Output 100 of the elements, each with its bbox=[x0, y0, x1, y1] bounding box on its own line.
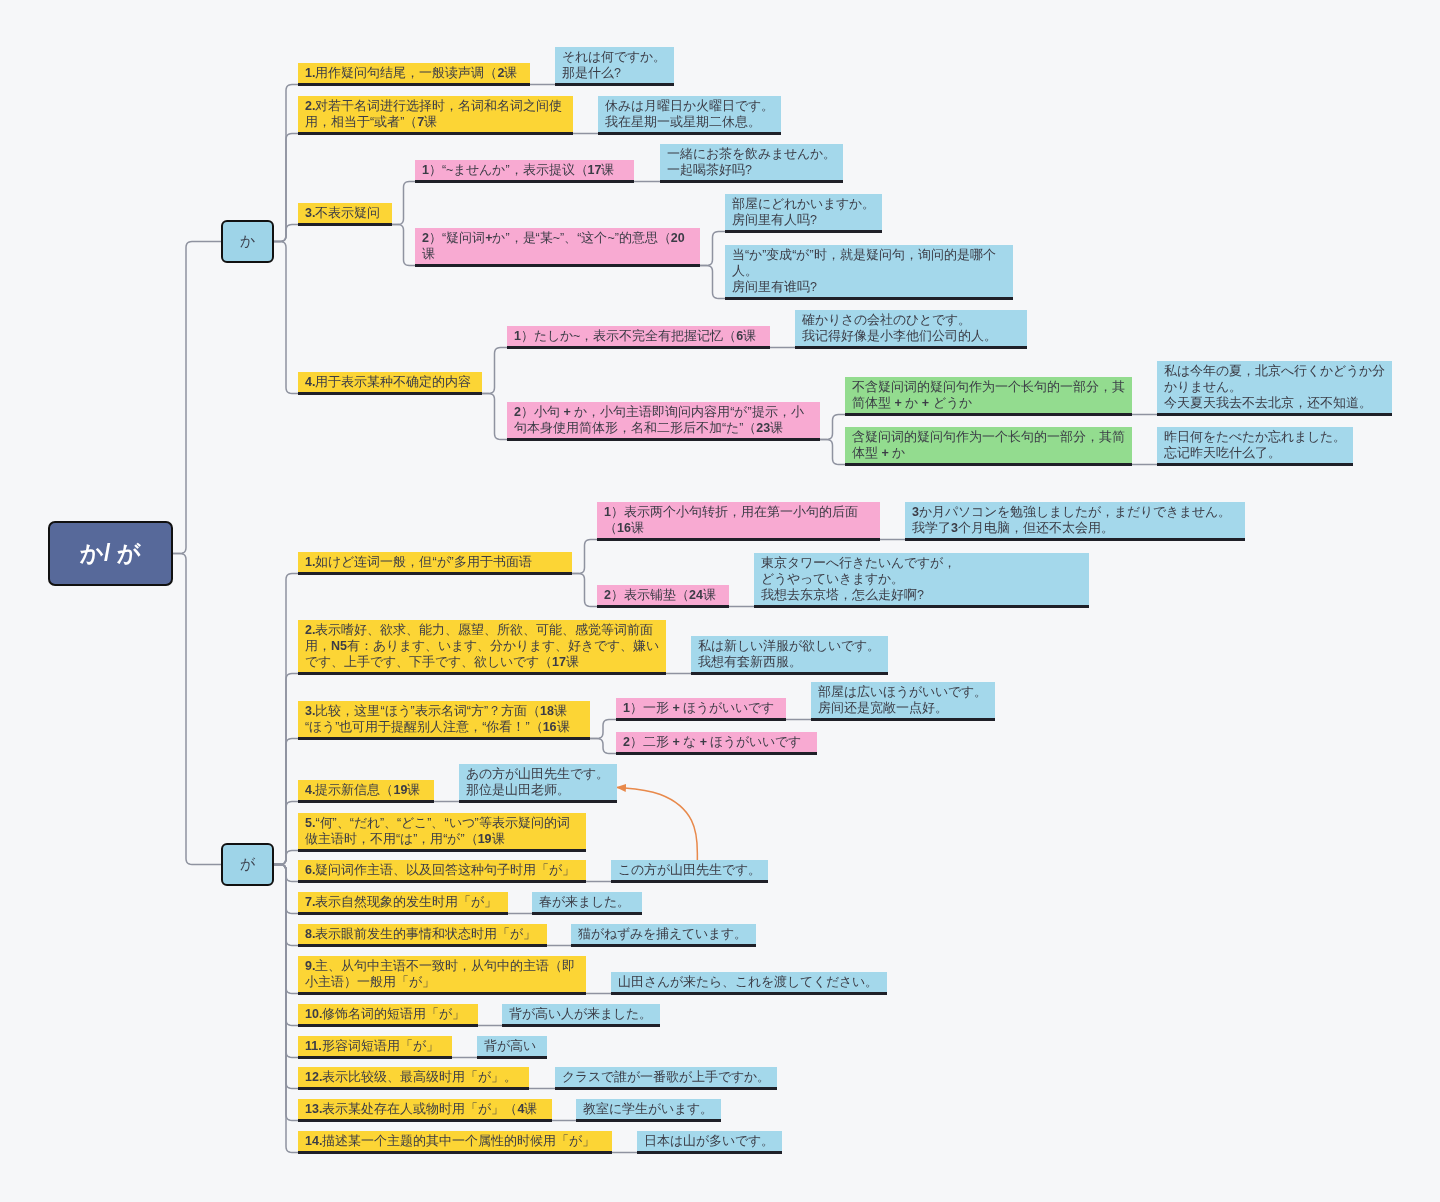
usage-text: 5.“何”、“だれ”、“どこ”、“いつ”等表示疑问的词做主语时，不用“は”，用“が”（19课 bbox=[305, 815, 571, 847]
usage-box bbox=[298, 1099, 552, 1122]
example-text: 春が来ました。 bbox=[539, 894, 630, 910]
usage-text: 10.修饰名词的短语用「が」 bbox=[305, 1006, 466, 1022]
usage-text: 14.描述某一个主题的其中一个属性的时候用「が」 bbox=[305, 1133, 596, 1149]
example-text: クラスで誰が一番歌が上手ですか。 bbox=[562, 1069, 770, 1085]
example-text: 一起喝茶好吗? bbox=[667, 162, 752, 178]
connector-line bbox=[769, 346, 796, 349]
connector-line bbox=[481, 392, 508, 441]
example-text: あの方が山田先生です。 bbox=[466, 766, 609, 782]
connector-line bbox=[529, 83, 556, 86]
example-box bbox=[571, 924, 756, 947]
connector-line bbox=[571, 572, 598, 608]
example-box bbox=[754, 553, 1089, 608]
example-text: 那位是山田老师。 bbox=[466, 782, 570, 798]
sub-usage-text: 1）“~ませんか”，表示提议（17课 bbox=[422, 162, 615, 178]
connector-line bbox=[785, 718, 812, 721]
sub-usage-text: 2）“疑问词+か”，是“某~”、“这个~”的意思（20课 bbox=[422, 230, 686, 262]
example-text: 山田さんが来たら、これを渡してください。 bbox=[618, 974, 878, 990]
example-text: 忘记昨天吃什么了。 bbox=[1164, 445, 1281, 461]
example-box bbox=[905, 502, 1245, 541]
example-box bbox=[637, 1131, 782, 1154]
connector-line bbox=[819, 438, 846, 466]
example-text: 部屋は広いほうがいいです。 bbox=[818, 684, 987, 700]
example-text: 一緒にお茶を飲みませんか。 bbox=[667, 146, 836, 162]
pattern-box bbox=[845, 427, 1132, 466]
usage-box bbox=[298, 956, 586, 995]
connector-line bbox=[551, 1119, 577, 1122]
connector-line bbox=[477, 1024, 503, 1027]
example-text: 教室に学生がいます。 bbox=[583, 1101, 713, 1117]
usage-box bbox=[298, 813, 586, 852]
example-box bbox=[1157, 361, 1392, 416]
usage-text: 4.用于表示某种不确定的内容 bbox=[305, 374, 472, 390]
example-text: 我在星期一或星期二休息。 bbox=[605, 114, 761, 130]
example-box bbox=[1157, 427, 1353, 466]
example-box bbox=[725, 194, 882, 233]
usage-box bbox=[298, 1004, 478, 1027]
example-text: 確かりさの会社のひとです。 bbox=[802, 312, 971, 328]
usage-text: 13.表示某处存在人或物时用「が」（4课 bbox=[305, 1101, 538, 1117]
example-text: 房间里有谁吗? bbox=[732, 279, 817, 295]
example-text: 部屋にどれかいますか。 bbox=[732, 196, 875, 212]
sub-usage-box bbox=[616, 698, 786, 721]
connector-line bbox=[589, 737, 617, 755]
connector-line bbox=[507, 912, 533, 915]
usage-text: 4.提示新信息（19课 bbox=[305, 782, 421, 798]
example-text: 日本は山が多いです。 bbox=[644, 1133, 774, 1149]
example-box bbox=[725, 245, 1013, 300]
example-box bbox=[576, 1099, 721, 1122]
usage-text: 7.表示自然现象的发生时用「が」 bbox=[305, 894, 498, 910]
usage-text: 11.形容词短语用「が」 bbox=[305, 1038, 439, 1054]
usage-text: 6.疑问词作主语、以及回答这种句子时用「が」 bbox=[305, 862, 576, 878]
connector-line bbox=[585, 880, 612, 883]
branch-topic-box bbox=[221, 220, 274, 263]
connector-line bbox=[665, 672, 692, 675]
sub-usage-text: 1）表示两个小句转折，用在第一小句的后面（16课 bbox=[604, 504, 859, 536]
example-box bbox=[611, 860, 768, 883]
usage-box bbox=[298, 1067, 529, 1090]
usage-text: 9.主、从句中主语不一致时，从句中的主语（即小主语）一般用「が」 bbox=[305, 958, 577, 990]
example-text: 3か月パソコンを勉強しましたが，まだりできません。 bbox=[912, 504, 1231, 520]
usage-text: 1.如けど连词一般，但“が”多用于书面语 bbox=[305, 554, 532, 570]
sub-usage-box bbox=[507, 326, 770, 349]
usage-box bbox=[298, 780, 434, 803]
connector-line bbox=[451, 1056, 478, 1059]
example-box bbox=[598, 96, 781, 135]
usage-text: 2.表示嗜好、欲求、能力、愿望、所欲、可能、感觉等词前面用，N5有：あります、います、分かります、好きです、嫌いです、上手です、下手です、欲しいです（17课 bbox=[305, 622, 659, 670]
usage-box bbox=[298, 620, 666, 675]
example-box bbox=[502, 1004, 660, 1027]
connector-line bbox=[572, 132, 599, 135]
sub-usage-text: 2）二形 + な + ほうがいいです bbox=[623, 734, 802, 750]
connector-line bbox=[633, 180, 661, 183]
usage-box bbox=[298, 372, 482, 395]
branch-title: か bbox=[240, 232, 255, 251]
branch-title: が bbox=[240, 855, 255, 874]
connector-line bbox=[433, 800, 460, 803]
example-text: 我学了3个月电脑，但还不太会用。 bbox=[912, 520, 1114, 536]
usage-text: 1.用作疑问句结尾，一般读声调（2课 bbox=[305, 65, 518, 81]
sub-usage-box bbox=[597, 502, 880, 541]
connector-line bbox=[528, 1087, 556, 1090]
example-text: 私は新しい洋服が欲しいです。 bbox=[698, 638, 880, 654]
example-box bbox=[555, 1067, 777, 1090]
pattern-box bbox=[845, 377, 1132, 416]
example-text: どうやっていきますか。 bbox=[761, 571, 904, 587]
connector-line bbox=[1131, 413, 1158, 416]
usage-box bbox=[298, 1036, 452, 1059]
usage-text: “ほう”也可用于提醒别人注意，“你看！”（16课 bbox=[305, 719, 570, 735]
sub-usage-text: 2）小句 + か，小句主语即询问内容用“が”提示，小句本身使用简体形，名和二形后不加“た”（23课 bbox=[514, 404, 805, 436]
example-text: この方が山田先生です。 bbox=[618, 862, 761, 878]
example-text: 背が高い bbox=[484, 1038, 536, 1054]
example-text: 房间还是宽敞一点好。 bbox=[818, 700, 948, 716]
example-text: 背が高い人が来ました。 bbox=[509, 1006, 652, 1022]
pattern-text: 不含疑问词的疑问句作为一个长句的一部分，其简体型 + か + どうか bbox=[852, 379, 1125, 411]
usage-box bbox=[298, 924, 547, 947]
usage-text: 12.表示比较级、最高级时用「が」。 bbox=[305, 1069, 518, 1085]
sub-usage-box bbox=[415, 160, 634, 183]
example-box bbox=[477, 1036, 547, 1059]
connector-line bbox=[391, 223, 416, 267]
connector-line bbox=[699, 264, 726, 300]
usage-box bbox=[298, 203, 392, 226]
sub-usage-box bbox=[415, 228, 700, 267]
example-box bbox=[660, 144, 843, 183]
